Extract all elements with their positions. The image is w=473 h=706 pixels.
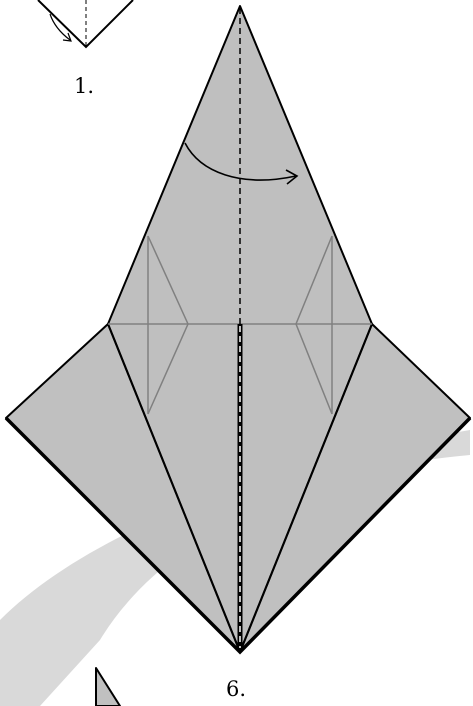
step-1-diagram [38, 0, 133, 47]
step-6-diagram [6, 6, 470, 652]
next-step-partial-diagram [96, 668, 120, 706]
step-6-number-label: 6. [226, 679, 246, 700]
step-1-number-label: 1. [74, 76, 94, 97]
